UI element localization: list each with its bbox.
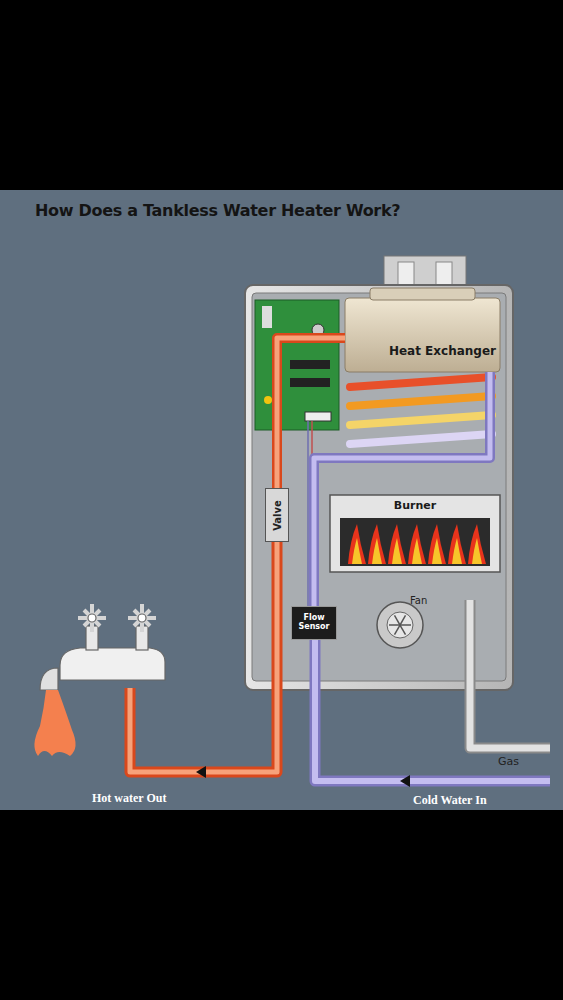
- flame: [448, 524, 466, 564]
- fan-blade: [400, 615, 406, 625]
- pipe-highlight: [314, 372, 490, 606]
- fan-blade: [389, 624, 400, 626]
- fan-blade: [395, 615, 401, 625]
- heat-exchanger-body: [345, 298, 500, 372]
- fan-blade: [400, 624, 411, 626]
- heat-exchanger-box: Heat Exchanger: [345, 298, 500, 372]
- pipe-label: Gas: [498, 755, 519, 768]
- burner-box: Burner: [330, 495, 500, 518]
- hot-water-stream: [34, 690, 75, 756]
- node-label: Flow Sensor: [294, 614, 334, 632]
- valve-box: Valve: [265, 488, 289, 542]
- flame: [388, 524, 406, 564]
- cold-water-pipe: [315, 640, 550, 781]
- flame: [468, 524, 486, 564]
- heat-exchanger-coils: [350, 377, 492, 444]
- fan-blade: [400, 625, 406, 635]
- pipe-label: Cold Water In: [413, 793, 487, 808]
- pipe: [314, 372, 490, 606]
- flame: [452, 538, 462, 564]
- coil-row: [350, 434, 492, 444]
- node-label: Heat Exchanger: [389, 345, 496, 358]
- heat-exchanger-cap: [370, 288, 475, 300]
- flame: [348, 524, 366, 564]
- burner-chamber: [340, 518, 490, 566]
- pipe-label: Hot water Out: [92, 791, 166, 806]
- flame: [412, 538, 422, 564]
- flow-arrow: [196, 766, 206, 778]
- gas-pipe: [470, 600, 550, 748]
- panel-ground: [0, 190, 563, 810]
- flame: [368, 524, 386, 564]
- exhaust-flue: [384, 256, 466, 288]
- flame: [428, 524, 446, 564]
- flow-arrow: [400, 775, 410, 787]
- flame: [432, 538, 442, 564]
- flame: [392, 538, 402, 564]
- node-label: Valve: [272, 500, 283, 531]
- fan: [377, 602, 423, 648]
- bottom-band: [0, 810, 563, 1000]
- node-label: Burner: [394, 500, 436, 512]
- diagram-title: How Does a Tankless Water Heater Work?: [35, 201, 400, 220]
- coil-row: [350, 396, 492, 406]
- flow-sensor-box: Flow Sensor: [291, 606, 337, 640]
- fan-blade: [395, 625, 401, 635]
- pipe-connector: [314, 372, 490, 606]
- flame: [472, 538, 482, 564]
- flame: [372, 538, 382, 564]
- circuit-board: [255, 300, 339, 430]
- faucet: [40, 604, 165, 690]
- coil-row: [350, 377, 492, 387]
- burner-flames: [348, 524, 486, 564]
- flame: [408, 524, 426, 564]
- top-band: [0, 0, 563, 190]
- coil-row: [350, 415, 492, 425]
- burner-housing: [330, 495, 500, 572]
- part-label: Fan: [410, 595, 427, 606]
- flame: [352, 538, 362, 564]
